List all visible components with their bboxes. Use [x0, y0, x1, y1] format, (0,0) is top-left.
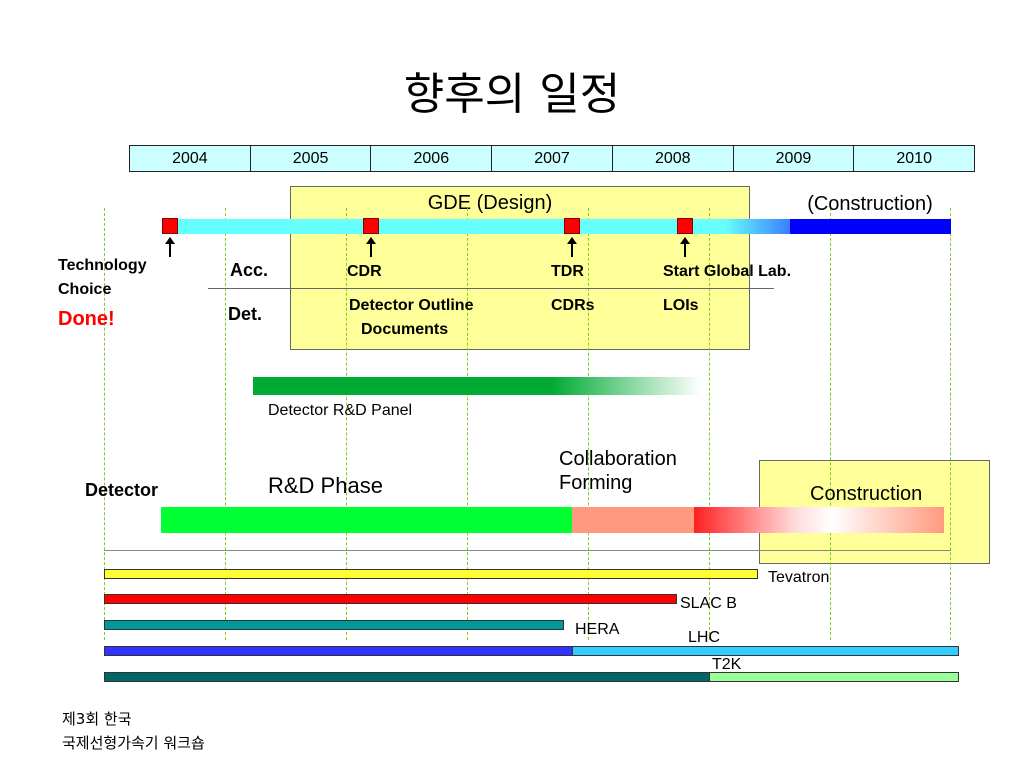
year-cell: 2007 [492, 146, 613, 171]
year-guide-line [830, 208, 831, 640]
done-label: Done! [58, 308, 115, 330]
up-arrow-icon [366, 237, 376, 257]
up-arrow-icon [165, 237, 175, 257]
tdr-label: TDR [551, 263, 584, 280]
year-cell: 2008 [613, 146, 734, 171]
collaboration-forming-label: Collaboration Forming [559, 447, 677, 495]
rd-panel-bar [253, 377, 553, 395]
technology-choice-line2: Choice [58, 281, 112, 298]
milestone-tdr [564, 218, 580, 234]
t2k-run-bar [104, 672, 710, 682]
milestone-cdr [363, 218, 379, 234]
year-guide-line [950, 208, 951, 640]
footer-line1: 제3회 한국 [62, 710, 132, 728]
det-label: Det. [228, 304, 263, 324]
detector-outline-label: Detector Outline [349, 297, 474, 314]
lois-label: LOIs [663, 297, 699, 314]
up-arrow-icon [680, 237, 690, 257]
construction-top-label: (Construction) [807, 193, 933, 215]
year-guide-line [588, 208, 589, 640]
rd-phase-label: R&D Phase [268, 473, 383, 498]
year-guide-line [467, 208, 468, 640]
t2k-future-bar [709, 672, 959, 682]
lhc-label: LHC [688, 629, 721, 646]
gde-design-label: GDE (Design) [427, 192, 553, 214]
slacb-label: SLAC B [680, 595, 737, 612]
acc-label: Acc. [230, 260, 269, 280]
tevatron-label: Tevatron [768, 569, 830, 586]
page-title: 향후의 일정 [403, 69, 621, 120]
year-guide-line [225, 208, 226, 640]
construction-bar [694, 507, 944, 533]
year-guide-line [346, 208, 347, 640]
footer-line2: 국제선형가속기 워크숍 [62, 734, 205, 752]
ilc-construction-bar [790, 219, 951, 234]
collaboration-line2: Forming [559, 472, 633, 494]
experiments-separator [104, 550, 951, 551]
lhc-future-bar [572, 646, 959, 656]
cdr-label: CDR [347, 263, 382, 280]
collaboration-bar [572, 507, 695, 533]
up-arrow-icon [567, 237, 577, 257]
t2k-label: T2K [712, 656, 742, 673]
year-cell: 2004 [130, 146, 251, 171]
start-global-lab-label: Start Global Lab. [663, 263, 792, 280]
year-cell: 2006 [371, 146, 493, 171]
year-cell: 2009 [734, 146, 855, 171]
detector-outline-label-line2: Documents [361, 321, 449, 338]
year-cell: 2010 [896, 150, 932, 167]
collaboration-line1: Collaboration [559, 448, 677, 470]
lhc-run-bar [104, 646, 573, 656]
hera-bar [104, 620, 564, 630]
technology-choice-line1: Technology [58, 257, 147, 274]
hera-label: HERA [575, 621, 620, 638]
rd-panel-label: Detector R&D Panel [268, 402, 413, 419]
ilc-design-bar [162, 219, 802, 234]
tevatron-bar [104, 569, 758, 579]
rd-phase-bar [161, 507, 573, 533]
year-guide-line [709, 208, 710, 640]
year-cell: 2005 [251, 146, 372, 171]
acc-det-separator [208, 288, 774, 289]
milestone-technology-choice [162, 218, 178, 234]
construction-label: Construction [810, 483, 923, 505]
gde-design-box [290, 186, 750, 350]
milestone-start-global-lab [677, 218, 693, 234]
year-guide-line [104, 208, 105, 640]
rd-panel-fade-bar [551, 377, 701, 395]
slacb-bar [104, 594, 677, 604]
technology-choice-label: Technology Choice [58, 254, 147, 302]
year-header: 2004 2005 2006 2007 2008 2009 2010 [129, 145, 975, 172]
cdrs-label: CDRs [551, 297, 595, 314]
footer: 제3회 한국 국제선형가속기 워크숍 [62, 707, 205, 755]
detector-label: Detector [85, 480, 159, 500]
